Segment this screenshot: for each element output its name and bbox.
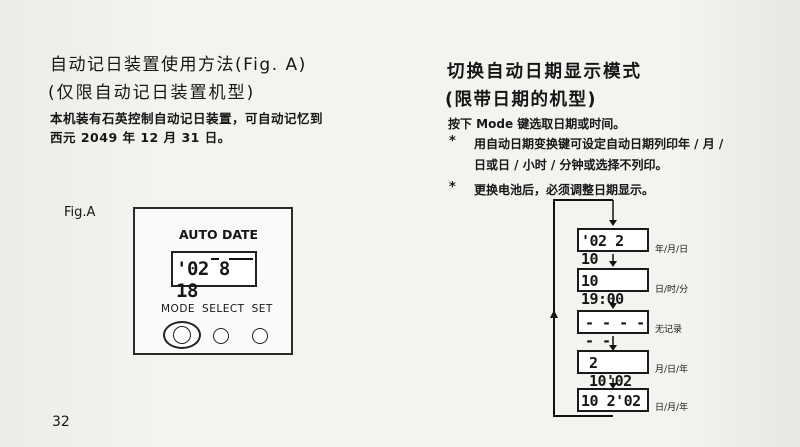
page-number: 32 [52,414,70,430]
arrow-head-1 [609,261,617,267]
arrow-head-0 [609,220,617,226]
lcd-day: 18 [176,280,198,302]
mode-button-center [173,326,191,344]
bullet1-mark: * [449,134,456,149]
right-title-line2: (限带日期的机型) [445,90,597,110]
left-title-line2: (仅限自动记日装置机型) [48,83,256,103]
mode-button[interactable] [163,321,201,349]
arrow-head-3 [609,345,617,351]
bullet2-text: 更换电池后，必须调整日期显示。 [474,183,655,197]
flow-label-mdy: 月/日/年 [655,365,689,375]
bullet1-line2: 日或日 / 小时 / 分钟或选择不列印。 [474,158,668,172]
right-title-line1: 切换自动日期显示模式 [447,62,642,82]
lcd-month-bar [211,258,219,260]
select-button[interactable] [213,328,229,344]
flow-display-dhm: 10 19:00 [581,272,624,308]
left-body-line1: 本机装有石英控制自动记日装置，可自动记忆到 [50,111,324,126]
bullet2-mark: * [449,180,456,195]
figure-label: Fig.A [64,205,96,220]
arrow-head-4 [609,383,617,389]
panel-title: AUTO DATE [179,227,259,242]
flow-box-dmy: 10 2'02 [577,388,649,412]
button-labels: MODE SELECT SET [161,303,280,315]
loop-line [553,199,613,417]
flow-display-ymd: '02 2 10 [581,232,624,268]
flow-label-none: 无记录 [655,325,683,335]
flow-label-ymd: 年/月/日 [655,245,689,255]
lcd-month: 8 [218,258,230,280]
loop-arrow-head [550,310,558,318]
left-body-line2: 西元 2049 年 12 月 31 日。 [50,130,231,145]
flow-display-none: - - - - - - [585,314,645,350]
flow-box-ymd: '02 2 10 [577,228,649,268]
flow-box-none: - - - - - - [577,310,649,350]
set-label: SET [251,303,273,315]
flow-label-dhm: 日/时/分 [655,285,689,295]
right-intro: 按下 Mode 键选取日期或时间。 [448,117,626,131]
flow-display-mdy: 2 10'02 [589,354,632,390]
left-title-line1: 自动记日装置使用方法(Fig. A) [50,55,307,75]
select-label: SELECT [202,303,245,315]
auto-date-panel: AUTO DATE '02 8 18 MODE SELECT SET [133,207,293,355]
flow-label-dmy: 日/月/年 [655,403,689,413]
flow-box-mdy: 2 10'02 [577,350,649,390]
flow-arrows [550,199,617,417]
mode-label: MODE [161,303,196,315]
lcd-digits: '02 8 18 [176,258,255,302]
arrow-head-2 [609,303,617,309]
lcd-display: '02 8 18 [171,251,257,302]
bullet1-line1: 用自动日期变换键可设定自动日期列印年 / 月 / [474,137,724,151]
lcd-year: '02 [176,258,209,280]
flow-box-dhm: 10 19:00 [577,268,649,308]
lcd-day-bar [229,258,253,260]
flow-display-dmy: 10 2'02 [581,392,641,410]
set-button[interactable] [252,328,268,344]
